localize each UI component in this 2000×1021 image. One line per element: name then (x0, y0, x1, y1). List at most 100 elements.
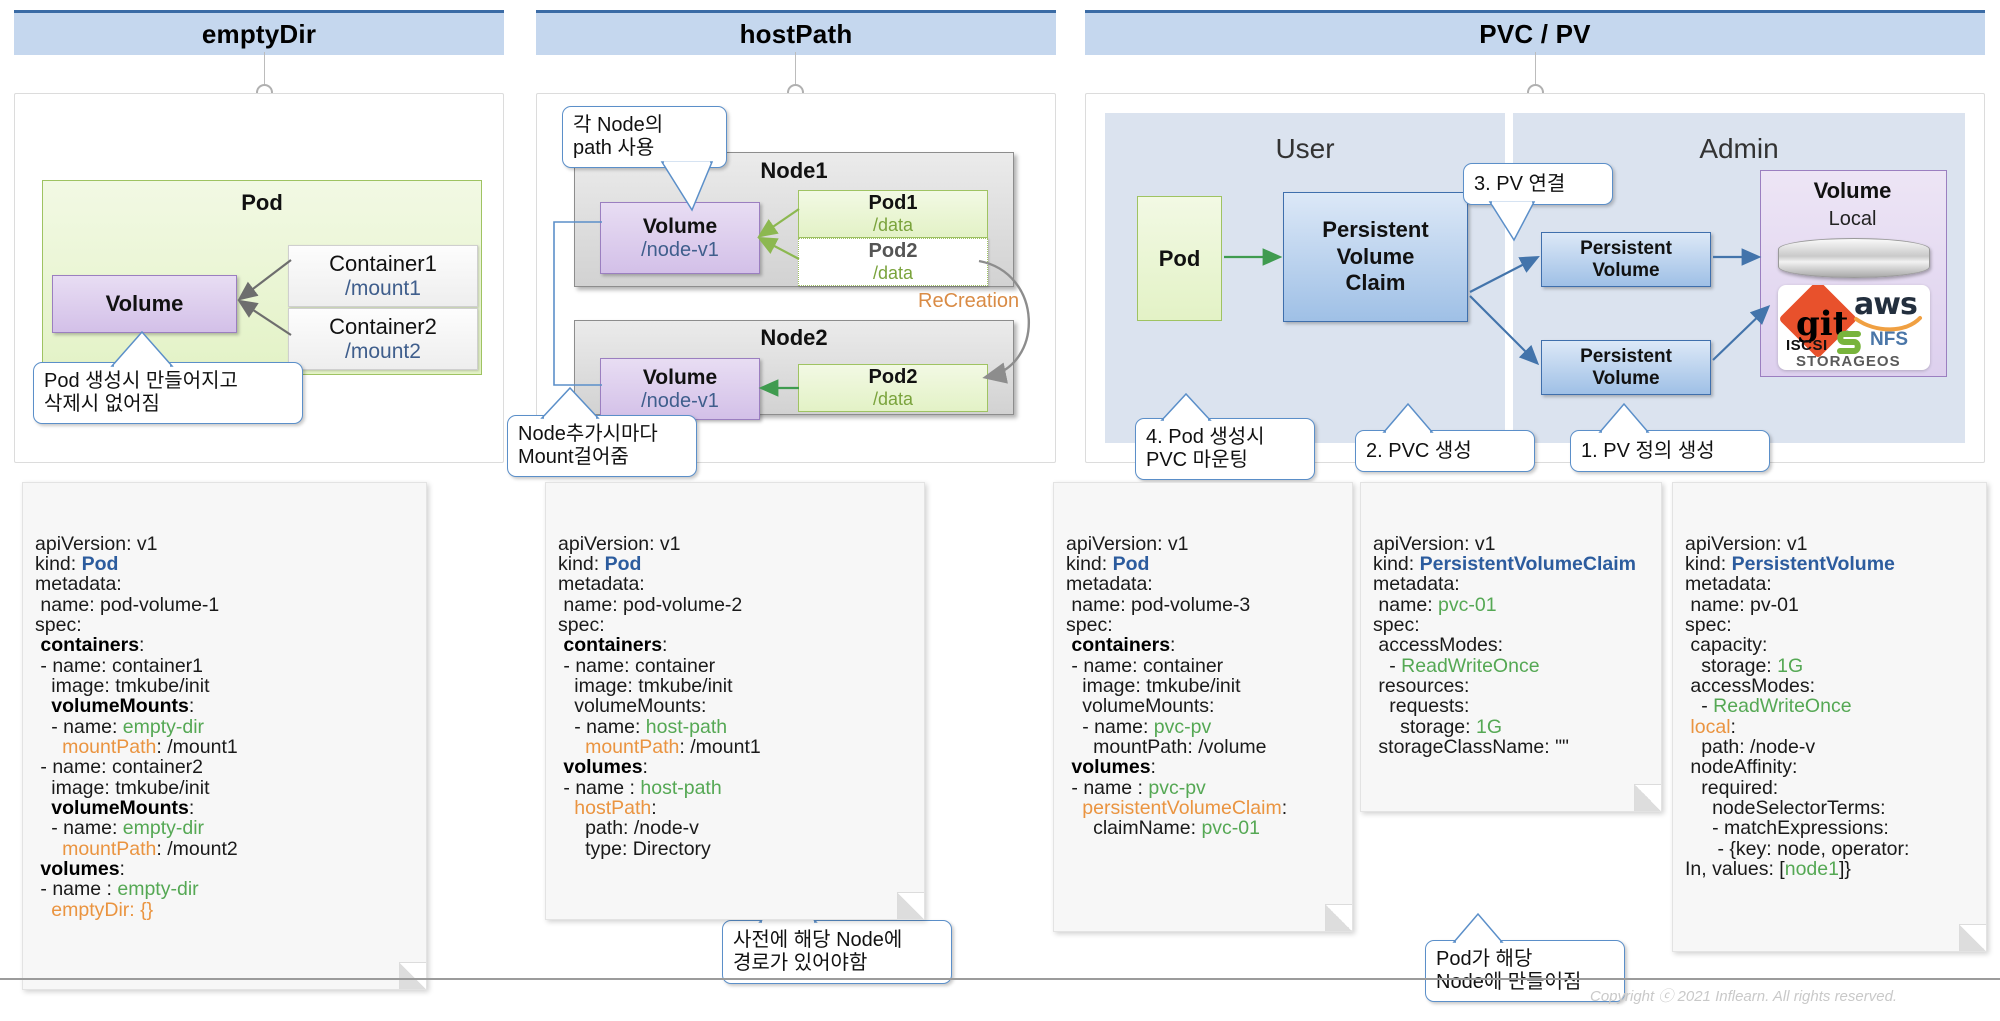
yaml-line: spec: (1373, 613, 1420, 636)
yaml-line: kind: Pod (35, 552, 119, 575)
footer-rule (0, 978, 2000, 980)
pvcpv-user-pane-label: User (1275, 133, 1335, 164)
aws-smile-icon (1854, 316, 1922, 332)
emptydir-container1-name: Container1 (329, 251, 437, 276)
yaml-line: name: pod-volume-2 (558, 593, 743, 616)
footer-copyright: Copyright ⓒ 2021 Inflearn. All rights re… (1590, 988, 1898, 1005)
section-title-hostpath: hostPath (536, 10, 1056, 55)
yaml-line: requests: (1373, 695, 1470, 718)
yaml-line: resources: (1373, 674, 1470, 697)
yaml-line: claimName: pvc-01 (1066, 817, 1260, 840)
pvcpv-callout-pod-node-tail (1452, 912, 1504, 944)
yaml-line: image: tmkube/init (35, 674, 210, 697)
yaml-line: spec: (35, 613, 82, 636)
yaml-line: - name: empty-dir (35, 817, 205, 840)
pvcpv-callout-pv-connect-tail (1488, 201, 1536, 242)
pvcpv-callout-pvc-create: 2. PVC 생성 (1355, 430, 1535, 472)
emptydir-callout: Pod 생성시 만들어지고 삭제시 없어짐 (33, 362, 303, 424)
pvcpv-pvc-label: Persistent Volume Claim (1322, 217, 1429, 296)
yaml-line: name: pvc-01 (1373, 593, 1497, 616)
pvcpv-admin-pane-label: Admin (1699, 133, 1779, 164)
yaml-line: type: Directory (558, 837, 711, 860)
yaml-line: kind: PersistentVolume (1685, 552, 1895, 575)
emptydir-volume-box: Volume (52, 275, 237, 333)
yaml-line: image: tmkube/init (1066, 674, 1241, 697)
hostpath-node2-volume-box: Volume /node-v1 (600, 358, 760, 420)
hostpath-mount-connector (553, 221, 602, 386)
hostpath-node2-pod1-box: Pod2 /data (798, 364, 988, 412)
pvcpv-pv2-box: Persistent Volume (1541, 340, 1711, 395)
pvcpv-callout-pod-mount: 4. Pod 생성시 PVC 마운팅 (1135, 418, 1315, 480)
yaml-line: - {key: node, operator: (1685, 837, 1910, 860)
yaml-line: metadata: (558, 573, 645, 596)
emptydir-callout-tail (110, 330, 174, 368)
yaml-line: volumeMounts: (1066, 695, 1215, 718)
yaml-line: kind: PersistentVolumeClaim (1373, 552, 1636, 575)
hostpath-node1-pod1-path: /data (872, 215, 914, 235)
emptydir-container1-mount: /mount1 (345, 277, 421, 300)
yaml-line: capacity: (1685, 634, 1768, 657)
section-title-emptydir-label: emptyDir (201, 18, 317, 49)
yaml-line: path: /node-v (1685, 735, 1816, 758)
hostpath-node1-arrows (757, 208, 800, 260)
dogear-icon (1959, 924, 1986, 951)
iscsi-label: ISCSI (1786, 337, 1828, 354)
hostpath-node1-volume-path: /node-v1 (641, 238, 719, 261)
hostpath-node2-pod1-name: Pod2 (868, 366, 918, 388)
yaml-line: - name: host-path (558, 715, 728, 738)
yaml-line: storageClassName: "" (1373, 735, 1569, 758)
hostpath-node2-label: Node2 (760, 325, 828, 350)
emptydir-volume-label: Volume (105, 291, 184, 316)
yaml-line: - name: pvc-pv (1066, 715, 1212, 738)
pvcpv-pvc-box: Persistent Volume Claim (1283, 192, 1468, 322)
yaml-line: - ReadWriteOnce (1373, 654, 1540, 677)
section-title-pvcpv-label: PVC / PV (1479, 18, 1591, 49)
section-title-pvcpv: PVC / PV (1085, 10, 1985, 55)
yaml-line: storage: 1G (1685, 654, 1804, 677)
hostpath-node1-pod2-box: Pod2 /data (798, 238, 988, 286)
yaml-line: emptyDir: {} (51, 898, 154, 921)
yaml-line: apiVersion: v1 (1373, 532, 1496, 555)
hostpath-node1-pod1-name: Pod1 (868, 192, 918, 214)
pvcpv-pod-to-pvc-arrow (1224, 248, 1283, 266)
pvcpv-pod-label: Pod (1158, 245, 1201, 271)
pvcpv-volume-title: Volume (1813, 178, 1892, 203)
pvcpv-pod-box: Pod (1137, 196, 1222, 321)
dogear-icon (1325, 904, 1352, 931)
hostpath-callout-top-text: 각 Node의 path 사용 (573, 114, 664, 159)
emptydir-container2-box: Container2 /mount2 (288, 308, 478, 370)
dogear-icon (399, 962, 426, 989)
yaml-line: - matchExpressions: (1685, 817, 1889, 840)
storageos-label: STORAGEOS (1796, 353, 1901, 370)
yaml-line: path: /node-v (558, 817, 699, 840)
hostpath-node1-pod2-path: /data (872, 263, 914, 283)
storageos-icon (1837, 331, 1861, 354)
yaml-line: accessModes: (1373, 634, 1504, 657)
yaml-line: nodeSelectorTerms: (1685, 796, 1886, 819)
pvcpv-provider-logos: git aws NFS ISCSI STORAGEOS (1778, 285, 1930, 370)
hostpath-node2-volume-path: /node-v1 (641, 389, 719, 412)
emptydir-callout-text: Pod 생성시 만들어지고 삭제시 없어짐 (44, 370, 238, 415)
yaml-line: containers: (40, 634, 145, 657)
yaml-line: metadata: (1685, 573, 1772, 596)
yaml-line: - name: empty-dir (35, 715, 205, 738)
hostpath-recreation-label: ReCreation (918, 290, 1020, 312)
yaml-line: accessModes: (1685, 674, 1816, 697)
yaml-line: volumeMounts: (558, 695, 707, 718)
pvcpv-callout-pvc-create-text: 2. PVC 생성 (1366, 439, 1472, 462)
yaml-line: mountPath: /mount1 (62, 735, 238, 758)
yaml-line: metadata: (35, 573, 122, 596)
yaml-line: apiVersion: v1 (35, 532, 158, 555)
pvcpv-callout-pv-define-tail (1598, 402, 1650, 434)
hostpath-callout-bottom-text: Node추가시마다 Mount걸어줌 (518, 423, 658, 468)
hostpath-node2-arrow (758, 379, 799, 397)
yaml-line: storage: 1G (1373, 715, 1502, 738)
yaml-line: volumes: (40, 857, 125, 880)
pvcpv-disk-icon (1778, 238, 1930, 278)
hostpath-callout-note: 사전에 해당 Node에 경로가 있어야함 (722, 920, 952, 984)
pvcpv-callout-pv-connect: 3. PV 연결 (1463, 163, 1613, 205)
yaml-line: - name: container1 (35, 654, 204, 677)
emptydir-mount-arrows (237, 259, 292, 336)
